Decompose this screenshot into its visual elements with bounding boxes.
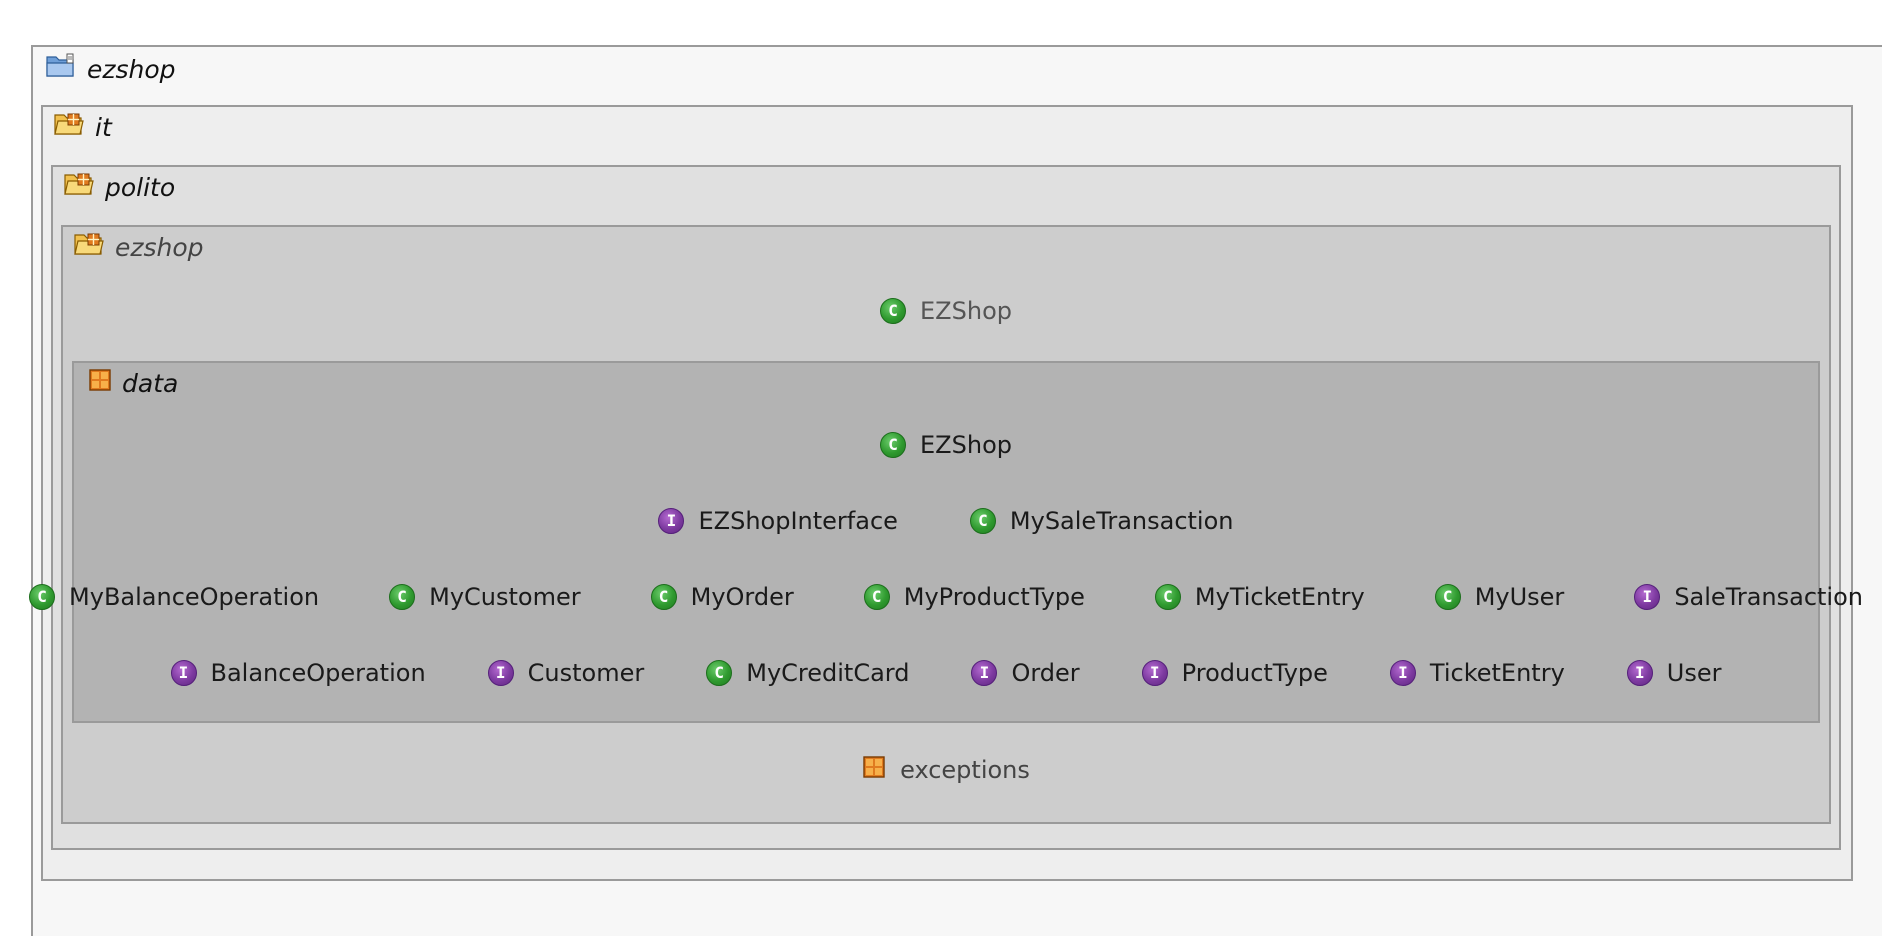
class-myproducttype[interactable]: C MyProductType (863, 583, 1085, 611)
class-name: EZShop (920, 297, 1012, 325)
interface-name: BalanceOperation (210, 659, 426, 687)
class-myorder[interactable]: C MyOrder (650, 583, 794, 611)
class-mycreditcard[interactable]: C MyCreditCard (706, 659, 909, 687)
interface-icon: I (1141, 660, 1168, 686)
data-row-2: I EZShopInterface C MySaleTransaction (74, 503, 1818, 539)
class-mysaletransaction[interactable]: C MySaleTransaction (969, 507, 1234, 535)
class-icon: C (706, 660, 733, 686)
interface-icon: I (658, 508, 685, 534)
exceptions-row: exceptions (63, 752, 1829, 788)
package-ezshop[interactable]: ezshop C EZShop data C E (29, 225, 1863, 824)
interface-order[interactable]: I Order (971, 659, 1080, 687)
interface-name: Order (1011, 659, 1080, 687)
class-icon: C (389, 584, 416, 610)
class-icon: C (650, 584, 677, 610)
interface-customer[interactable]: I Customer (487, 659, 645, 687)
interface-name: ProductType (1181, 659, 1328, 687)
interface-ticketentry[interactable]: I TicketEntry (1389, 659, 1565, 687)
package-exceptions[interactable]: exceptions (862, 755, 1030, 785)
class-name: MyProductType (903, 583, 1085, 611)
class-name: MyCreditCard (746, 659, 910, 687)
class-myticketentry[interactable]: C MyTicketEntry (1154, 583, 1365, 611)
class-icon: C (1434, 584, 1461, 610)
class-icon: C (969, 508, 996, 534)
package-folder-icon (73, 231, 105, 263)
package-root-label: ezshop (87, 54, 176, 84)
class-name: MyBalanceOperation (69, 583, 320, 611)
class-myuser[interactable]: C MyUser (1434, 583, 1565, 611)
interface-icon: I (1389, 660, 1416, 686)
interface-icon: I (971, 660, 998, 686)
interface-user[interactable]: I User (1626, 659, 1722, 687)
package-data-label: data (122, 368, 179, 398)
interface-balanceoperation[interactable]: I BalanceOperation (170, 659, 426, 687)
interface-producttype[interactable]: I ProductType (1141, 659, 1328, 687)
class-icon: C (880, 432, 907, 458)
class-mybalanceoperation[interactable]: C MyBalanceOperation (29, 583, 319, 611)
class-name: MyUser (1474, 583, 1565, 611)
data-row-4: I BalanceOperation I Customer C MyCredit… (74, 655, 1818, 691)
class-name: MyTicketEntry (1194, 583, 1365, 611)
package-folder-icon (53, 111, 85, 143)
package-it-label: it (95, 112, 112, 142)
interface-name: User (1666, 659, 1722, 687)
class-name: MyOrder (690, 583, 794, 611)
class-name: MySaleTransaction (1009, 507, 1234, 535)
data-row-3: C MyBalanceOperation C MyCustomer C MyOr… (29, 579, 1863, 615)
package-icon (88, 368, 112, 398)
package-exceptions-label: exceptions (900, 756, 1030, 784)
class-ezshop-outer[interactable]: C EZShop (880, 297, 1012, 325)
package-icon (862, 755, 886, 785)
interface-name: SaleTransaction (1674, 583, 1863, 611)
interface-name: EZShopInterface (698, 507, 898, 535)
interface-name: TicketEntry (1429, 659, 1565, 687)
package-polito-label: polito (105, 172, 176, 202)
class-icon: C (880, 298, 907, 324)
package-ezshop-label: ezshop (115, 232, 204, 262)
class-mycustomer[interactable]: C MyCustomer (389, 583, 581, 611)
interface-icon: I (1626, 660, 1653, 686)
interface-ezshopinterface[interactable]: I EZShopInterface (658, 507, 898, 535)
class-name: EZShop (920, 431, 1012, 459)
interface-icon: I (1634, 584, 1661, 610)
source-folder-icon (45, 53, 77, 85)
ezshop-class-row: C EZShop (63, 293, 1829, 329)
class-icon: C (1154, 584, 1181, 610)
class-icon: C (29, 584, 56, 610)
interface-saletransaction[interactable]: I SaleTransaction (1634, 583, 1863, 611)
interface-icon: I (170, 660, 197, 686)
class-icon: C (863, 584, 890, 610)
data-row-1: C EZShop (74, 427, 1818, 463)
interface-icon: I (487, 660, 514, 686)
class-ezshop[interactable]: C EZShop (880, 431, 1012, 459)
interface-name: Customer (527, 659, 645, 687)
package-folder-icon (63, 171, 95, 203)
package-data[interactable]: data C EZShop I EZShopInterface C MySale… (29, 361, 1863, 723)
class-name: MyCustomer (429, 583, 581, 611)
